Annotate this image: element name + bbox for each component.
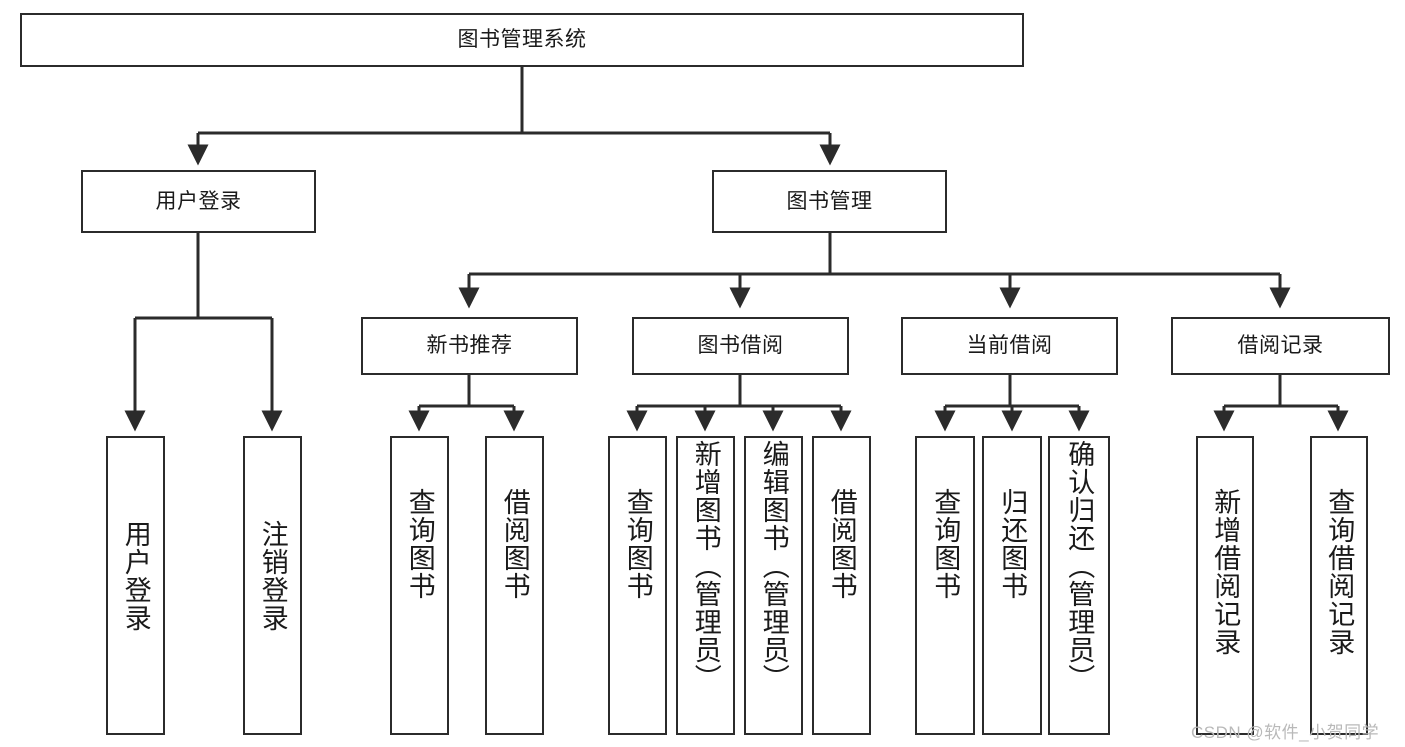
leaf-add-book-admin[interactable]: 新增图书（管理员） <box>676 436 735 735</box>
node-label: 当前借阅 <box>966 334 1053 358</box>
node-new-book-recommend[interactable]: 新书推荐 <box>361 317 578 375</box>
node-label: 图书管理 <box>786 189 873 213</box>
node-book-management[interactable]: 图书管理 <box>712 170 947 233</box>
csdn-watermark: CSDN @软件_小贺同学 <box>1191 723 1380 742</box>
node-label: 编辑图书（管理员） <box>758 440 789 692</box>
node-label: 借阅图书 <box>499 488 530 600</box>
node-label: 图书管理系统 <box>457 28 587 52</box>
node-label: 用户登录 <box>155 189 242 213</box>
node-label: 查询图书 <box>622 488 653 600</box>
node-label: 图书借阅 <box>697 334 784 358</box>
leaf-query-borrow-record[interactable]: 查询借阅记录 <box>1310 436 1368 735</box>
leaf-borrow-book-borrow[interactable]: 借阅图书 <box>812 436 871 735</box>
node-root-book-management-system[interactable]: 图书管理系统 <box>20 13 1024 67</box>
leaf-edit-book-admin[interactable]: 编辑图书（管理员） <box>744 436 803 735</box>
leaf-confirm-return-admin[interactable]: 确认归还（管理员） <box>1048 436 1110 735</box>
node-label: 查询借阅记录 <box>1324 488 1355 656</box>
node-label: 借阅记录 <box>1237 334 1324 358</box>
node-label: 查询图书 <box>930 488 961 600</box>
node-current-borrow[interactable]: 当前借阅 <box>901 317 1118 375</box>
node-borrow-record[interactable]: 借阅记录 <box>1171 317 1390 375</box>
leaf-borrow-book-recommend[interactable]: 借阅图书 <box>485 436 544 735</box>
leaf-add-borrow-record[interactable]: 新增借阅记录 <box>1196 436 1254 735</box>
node-label: 新书推荐 <box>426 334 513 358</box>
node-label: 新增借阅记录 <box>1210 488 1241 656</box>
leaf-return-book[interactable]: 归还图书 <box>982 436 1042 735</box>
leaf-user-login[interactable]: 用户登录 <box>106 436 165 735</box>
leaf-query-book-borrow[interactable]: 查询图书 <box>608 436 667 735</box>
node-label: 借阅图书 <box>826 488 857 600</box>
node-book-borrow[interactable]: 图书借阅 <box>632 317 849 375</box>
node-label: 新增图书（管理员） <box>690 440 721 692</box>
node-label: 注销登录 <box>257 520 288 632</box>
leaf-logout-login[interactable]: 注销登录 <box>243 436 302 735</box>
node-label: 归还图书 <box>997 488 1028 600</box>
leaf-query-book-recommend[interactable]: 查询图书 <box>390 436 449 735</box>
node-label: 用户登录 <box>120 520 151 632</box>
leaf-query-book-current[interactable]: 查询图书 <box>915 436 975 735</box>
node-label: 查询图书 <box>404 488 435 600</box>
node-label: 确认归还（管理员） <box>1064 440 1095 692</box>
node-user-login[interactable]: 用户登录 <box>81 170 316 233</box>
